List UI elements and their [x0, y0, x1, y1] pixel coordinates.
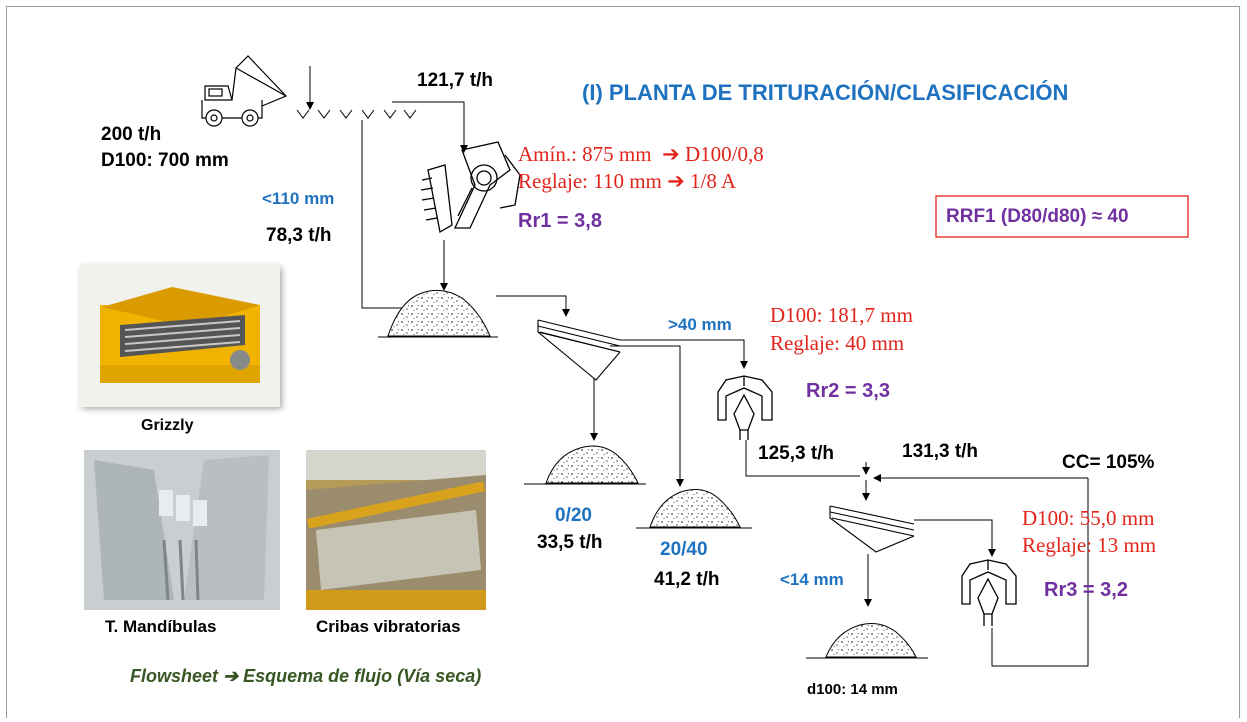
- arrow-icon: ➔: [662, 142, 680, 166]
- product2-label: 20/40: [660, 539, 708, 560]
- screen1-oversize-line: [620, 339, 748, 369]
- cone1-return-line: [745, 440, 860, 477]
- grizzly-photo: [80, 265, 280, 407]
- screen1-oversize-size: >40 mm: [668, 315, 732, 334]
- circulating-load: CC= 105%: [1062, 452, 1155, 473]
- dump-truck-icon: [201, 55, 288, 127]
- jaw-photo: [84, 450, 280, 610]
- product2-rate: 41,2 t/h: [654, 569, 720, 590]
- arrow-icon: ➔: [667, 169, 685, 193]
- jaw-note-1: Amín.: 875 mm ➔ D100/0,8: [518, 142, 764, 166]
- cone2-d100: D100: 55,0 mm: [1022, 506, 1155, 530]
- stockpile-0-20: [545, 445, 639, 484]
- grizzly-icon: [296, 109, 417, 119]
- arrow-icon: ➔: [223, 666, 239, 686]
- rrf-text: RRF1 (D80/d80) ≈ 40: [946, 206, 1129, 227]
- final-product-size: d100: 14 mm: [807, 681, 898, 698]
- stockpile-20-40: [649, 489, 741, 528]
- grizzly-oversize-line: [392, 101, 468, 153]
- stockpile-1: [387, 289, 491, 337]
- screen2-oversize-line: [914, 519, 996, 557]
- jaw-caption: T. Mandíbulas: [105, 617, 217, 636]
- cone2-ratio: Rr3 = 3,2: [1044, 579, 1128, 601]
- feed-rate: 200 t/h: [101, 124, 162, 145]
- stockpile-to-screen1-line: [496, 295, 570, 317]
- screens-caption: Cribas vibratorias: [316, 617, 461, 636]
- screen2-undersize-size: <14 mm: [780, 570, 844, 589]
- circuit-rate-1: 125,3 t/h: [758, 443, 835, 464]
- cone2-setting: Reglaje: 13 mm: [1022, 533, 1157, 557]
- slide-frame: [6, 6, 1240, 718]
- jaw-note-2: Reglaje: 110 mm ➔ 1/8 A: [518, 169, 737, 193]
- screens-photo: [306, 450, 486, 610]
- grizzly-caption: Grizzly: [141, 417, 194, 434]
- grizzly-feed-rate: 121,7 t/h: [417, 70, 494, 91]
- bypass-size: <110 mm: [262, 189, 335, 208]
- cone-crusher-2-icon: [961, 559, 1017, 626]
- grizzly-bypass-line: [361, 120, 423, 312]
- jaw-crusher-icon: [420, 141, 521, 234]
- rrf-box: [935, 195, 1189, 238]
- feed-size: D100: 700 mm: [101, 150, 229, 171]
- bypass-rate: 78,3 t/h: [266, 225, 332, 246]
- cone1-ratio: Rr2 = 3,3: [806, 380, 890, 402]
- product1-label: 0/20: [555, 505, 592, 526]
- cone2-return-line: [991, 478, 1089, 667]
- screen1-middle-line: [610, 345, 684, 487]
- screen-2-icon: [829, 505, 915, 553]
- cone1-d100: D100: 181,7 mm: [770, 303, 913, 327]
- jaw-ratio: Rr1 = 3,8: [518, 210, 602, 232]
- cone1-setting: Reglaje: 40 mm: [770, 331, 905, 355]
- footer-caption: Flowsheet ➔ Esquema de flujo (Vía seca): [130, 666, 482, 686]
- page-title: (I) PLANTA DE TRITURACIÓN/CLASIFICACIÓN: [582, 80, 1069, 105]
- circuit-rate-2: 131,3 t/h: [902, 441, 979, 462]
- stockpile-final: [825, 623, 917, 658]
- product1-rate: 33,5 t/h: [537, 532, 603, 553]
- screen-1-icon: [537, 319, 621, 381]
- cone-crusher-1-icon: [717, 375, 773, 440]
